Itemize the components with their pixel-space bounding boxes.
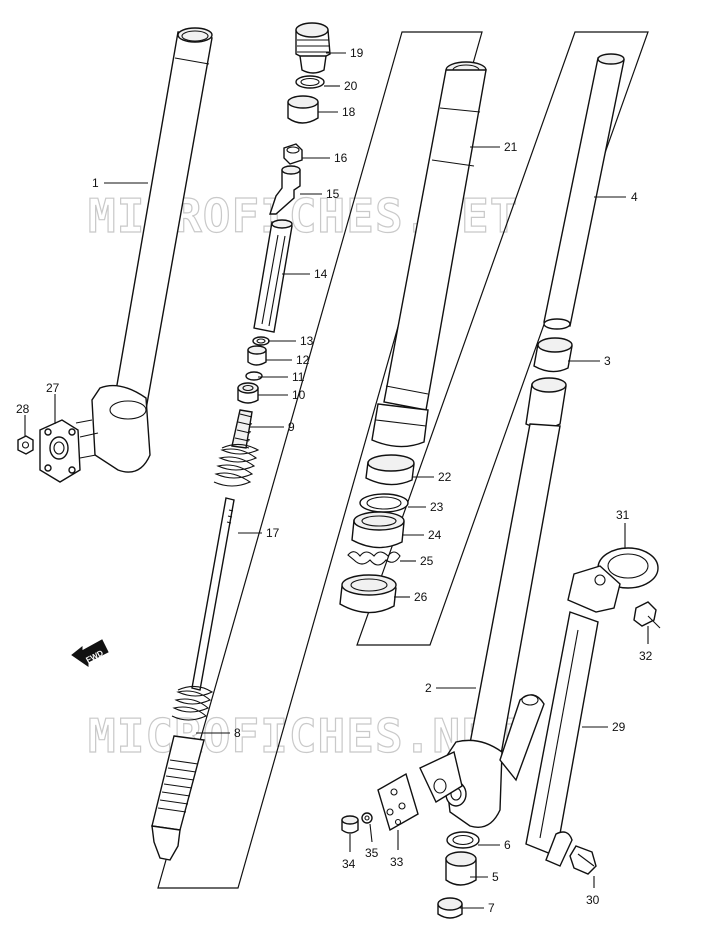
- outer-tube-bushing[interactable]: [365, 454, 415, 486]
- fork-spacer[interactable]: [287, 95, 319, 124]
- guide-bushing[interactable]: [533, 337, 573, 373]
- plate-bolt[interactable]: [341, 815, 359, 834]
- watermark-bottom: MICROFICHES.NET: [88, 709, 518, 763]
- callout-10: 10: [292, 388, 306, 402]
- spacer-washer[interactable]: [252, 336, 270, 346]
- cap-bolt[interactable]: [295, 22, 331, 74]
- callout-34: 34: [342, 857, 356, 871]
- callout-24: 24: [428, 528, 442, 542]
- clamp-bolt[interactable]: [633, 601, 661, 629]
- collar-ring[interactable]: [245, 371, 263, 381]
- dust-seal[interactable]: [339, 574, 397, 614]
- damper-cylinder[interactable]: [151, 685, 214, 861]
- callout-15: 15: [326, 187, 340, 201]
- callout-30: 30: [586, 893, 600, 907]
- outer-tube[interactable]: [371, 61, 487, 448]
- outer-tube-frame: [356, 31, 649, 646]
- callout-35: 35: [365, 846, 379, 860]
- callout-26: 26: [414, 590, 428, 604]
- damper-rod[interactable]: [191, 497, 235, 691]
- callout-21: 21: [504, 140, 518, 154]
- rod-guide-bushing[interactable]: [269, 165, 301, 215]
- callout-32: 32: [639, 649, 653, 663]
- callout-20: 20: [344, 79, 358, 93]
- plate-washer[interactable]: [361, 812, 373, 824]
- callout-14: 14: [314, 267, 328, 281]
- callout-4: 4: [631, 190, 638, 204]
- callouts: 1 2 3 4 5 6 7 8 9 10 11 12 13 14 15 16 1…: [16, 46, 653, 915]
- callout-6: 6: [504, 838, 511, 852]
- drain-bolt-cap[interactable]: [437, 897, 463, 919]
- leader-lines: [24, 52, 649, 909]
- callout-9: 9: [288, 420, 295, 434]
- axle-holder[interactable]: [39, 419, 99, 483]
- callout-11: 11: [292, 370, 305, 384]
- axle-holder-nut[interactable]: [17, 435, 34, 455]
- forward-arrow-icon: [71, 639, 109, 667]
- fork-guard-bolt[interactable]: [569, 845, 597, 875]
- fork-protector-tube[interactable]: [543, 53, 625, 330]
- callout-7: 7: [488, 901, 495, 915]
- forward-direction-badge: FWD: [71, 639, 109, 667]
- spring-seat[interactable]: [237, 382, 259, 404]
- drain-bolt[interactable]: [445, 851, 477, 886]
- inner-assembly-frame: [157, 31, 483, 889]
- callout-3: 3: [604, 354, 611, 368]
- callout-31: 31: [616, 508, 630, 522]
- callout-33: 33: [390, 855, 404, 869]
- callout-22: 22: [438, 470, 452, 484]
- callout-25: 25: [420, 554, 434, 568]
- oil-seal[interactable]: [351, 511, 405, 549]
- spring-collar[interactable]: [247, 345, 267, 366]
- callout-13: 13: [300, 334, 314, 348]
- rebound-spring[interactable]: [231, 409, 253, 449]
- callout-19: 19: [350, 46, 364, 60]
- fork-guard-clamp[interactable]: [567, 547, 659, 613]
- inner-tube-left[interactable]: [91, 27, 213, 473]
- callout-12: 12: [296, 353, 310, 367]
- callout-8: 8: [234, 726, 241, 740]
- fork-guard[interactable]: [525, 611, 599, 867]
- drain-bolt-gasket[interactable]: [446, 831, 480, 849]
- callout-29: 29: [612, 720, 626, 734]
- callout-28: 28: [16, 402, 30, 416]
- fork-spring-upper[interactable]: [213, 443, 260, 487]
- oil-seal-clip[interactable]: [347, 551, 401, 566]
- callout-23: 23: [430, 500, 444, 514]
- callout-17: 17: [266, 526, 280, 540]
- spacer-tube[interactable]: [253, 219, 293, 333]
- callout-2: 2: [425, 681, 432, 695]
- callout-5: 5: [492, 870, 499, 884]
- cap-bolt-o-ring[interactable]: [295, 75, 325, 89]
- oil-seal-washer[interactable]: [359, 493, 409, 513]
- callout-16: 16: [334, 151, 348, 165]
- callout-18: 18: [342, 105, 356, 119]
- callout-27: 27: [46, 381, 60, 395]
- callout-1: 1: [92, 176, 99, 190]
- inner-tube-right[interactable]: [419, 377, 567, 828]
- rod-lock-nut[interactable]: [283, 143, 303, 165]
- caliper-mounting-plate[interactable]: [377, 772, 419, 832]
